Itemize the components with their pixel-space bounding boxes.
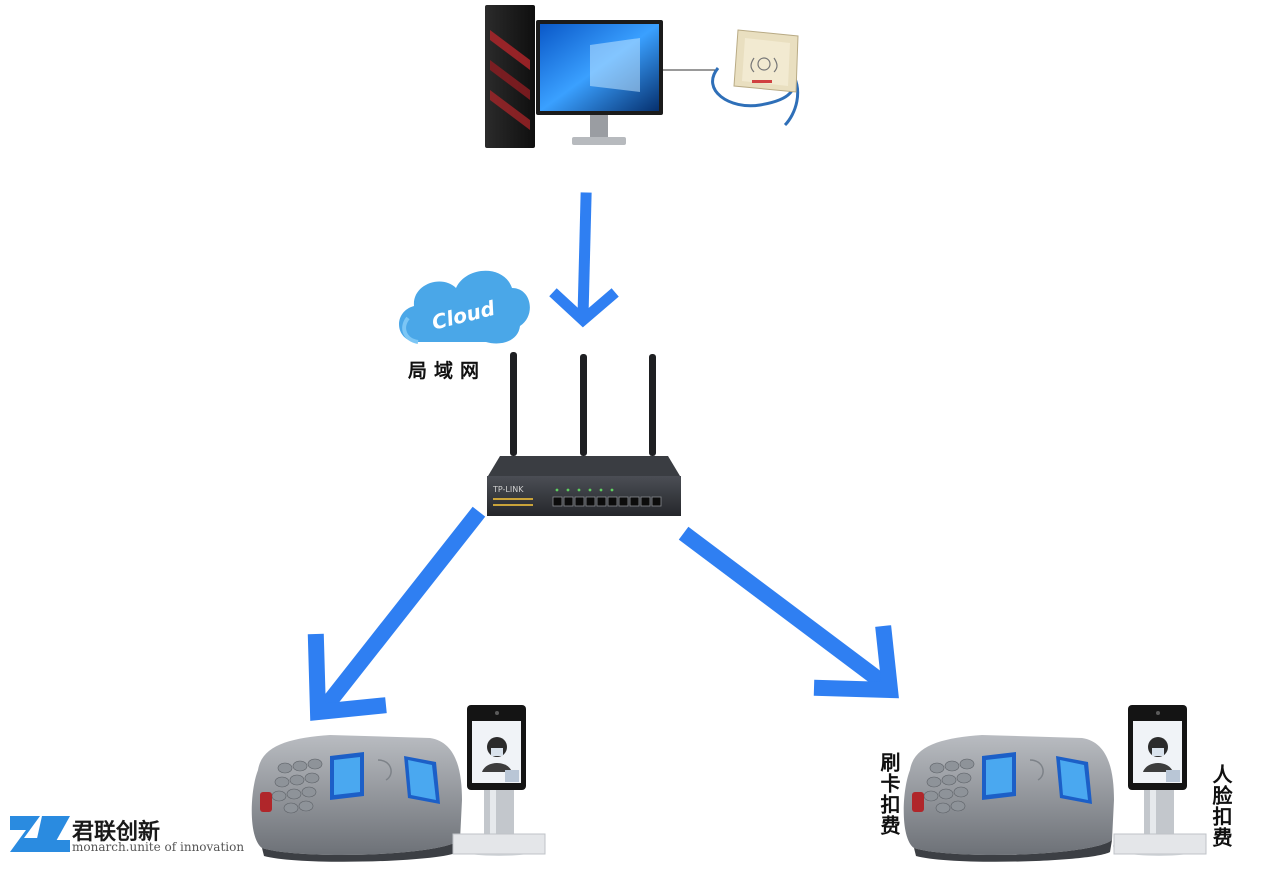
cloud-icon: Cloud — [399, 270, 530, 344]
face-payment-label: 人脸扣费 — [1209, 764, 1233, 848]
logo-name-en: monarch.unite of innovation — [72, 840, 245, 854]
arrow-icon — [678, 526, 899, 699]
arrow-icon — [549, 192, 619, 328]
logo-mark-icon — [10, 816, 70, 852]
desktop-computer-icon — [485, 5, 663, 148]
router-icon: TP-LINK — [487, 352, 681, 516]
pos-terminal-icon — [251, 735, 462, 862]
card-payment-label: 刷卡扣费 — [877, 752, 901, 836]
logo-name-cn: 君联创新 — [72, 820, 161, 845]
arrow-icon — [307, 506, 486, 721]
lan-label: 局域网 — [408, 360, 487, 382]
router-brand: TP-LINK — [492, 485, 524, 494]
face-terminal-icon — [1113, 705, 1207, 856]
card-reader-icon — [711, 29, 800, 127]
face-terminal-icon — [452, 705, 546, 856]
pos-terminal-icon — [903, 735, 1114, 862]
